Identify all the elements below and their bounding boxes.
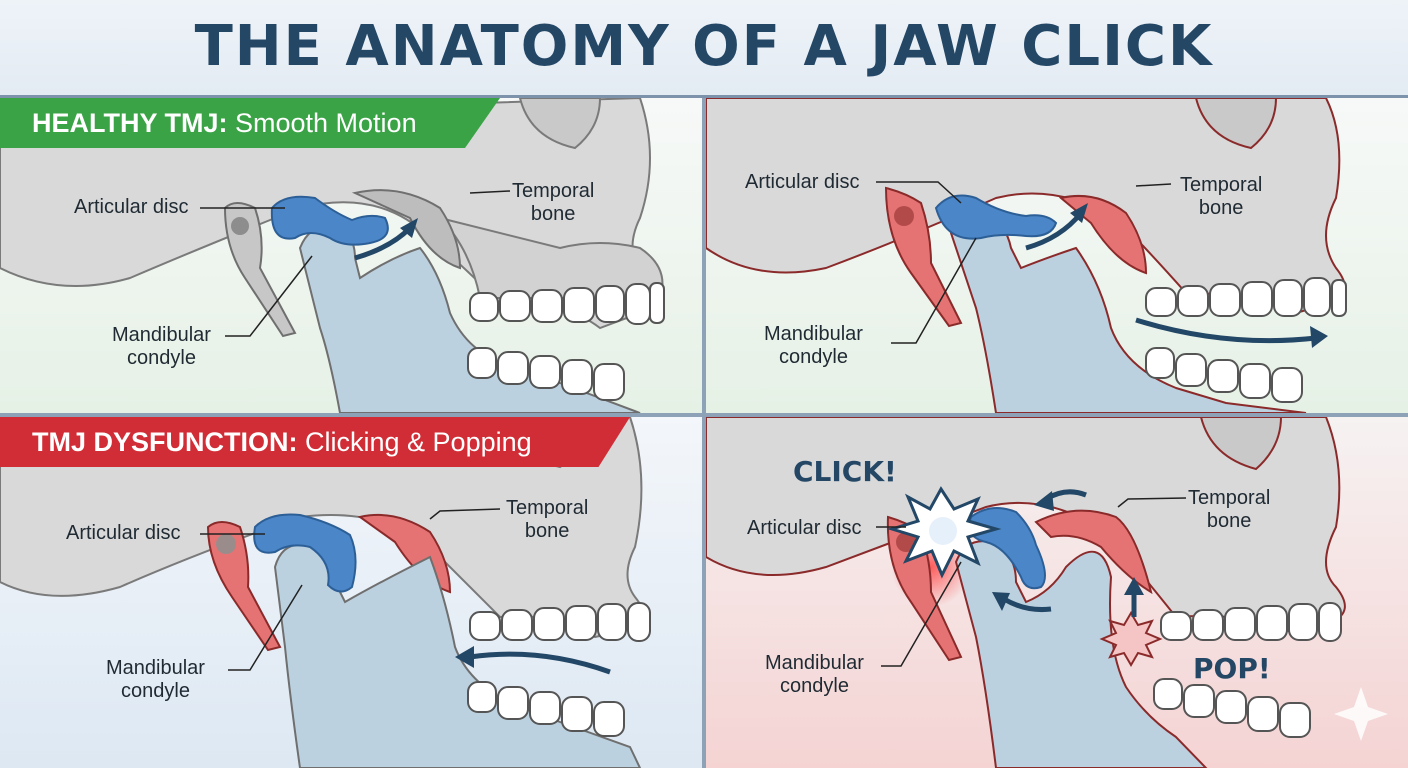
label-mandibular-line2: condyle	[780, 675, 849, 697]
page-title: THE ANATOMY OF A JAW CLICK	[194, 14, 1214, 79]
label-mandibular-line1: Mandibular	[765, 652, 864, 674]
label-articular-disc-bl: Articular disc	[66, 522, 181, 544]
dysfunction-banner-bold: TMJ DYSFUNCTION:	[32, 427, 298, 457]
label-temporal-line2: bone	[1206, 510, 1252, 532]
label-mandibular-line2: condyle	[127, 347, 196, 369]
label-articular-disc-tr: Articular disc	[745, 171, 860, 193]
label-temporal-line1: Temporal	[1180, 174, 1263, 196]
label-temporal-bone-tr: Temporal bone	[1180, 174, 1262, 220]
panel-dysfunction-closed	[0, 417, 702, 768]
label-temporal-line1: Temporal	[506, 497, 589, 519]
sparkle-icon	[1334, 687, 1388, 741]
label-temporal-bone-bl: Temporal bone	[506, 497, 588, 543]
label-mandibular-line1: Mandibular	[764, 323, 863, 345]
healthy-open-illustration	[706, 98, 1408, 413]
articular-disc	[270, 195, 389, 246]
panel-healthy-closed	[0, 98, 702, 413]
upper-teeth	[469, 282, 665, 325]
label-mandibular-line1: Mandibular	[106, 657, 205, 679]
label-mandibular-condyle-tl: Mandibular condyle	[112, 324, 211, 370]
label-temporal-line2: bone	[524, 520, 570, 542]
lower-teeth	[467, 347, 625, 401]
healthy-banner-bold: HEALTHY TMJ:	[32, 108, 228, 138]
label-mandibular-line2: condyle	[121, 680, 190, 702]
opening-arrow-icon	[1135, 317, 1317, 344]
label-mandibular-line2: condyle	[779, 346, 848, 368]
label-temporal-line1: Temporal	[512, 180, 595, 202]
displaced-disc	[253, 513, 357, 593]
horizontal-divider	[0, 413, 1408, 417]
panel-dysfunction-open	[706, 417, 1408, 768]
label-mandibular-line1: Mandibular	[112, 324, 211, 346]
label-mandibular-condyle-bl: Mandibular condyle	[106, 657, 205, 703]
label-temporal-bone-tl: Temporal bone	[512, 180, 594, 226]
pop-text: POP!	[1193, 652, 1271, 685]
label-mandibular-condyle-tr: Mandibular condyle	[764, 323, 863, 369]
title-bar	[0, 0, 1408, 96]
healthy-closed-illustration	[0, 98, 702, 413]
panel-healthy-open	[706, 98, 1408, 413]
label-temporal-bone-br: Temporal bone	[1188, 487, 1270, 533]
label-temporal-line1: Temporal	[1188, 487, 1271, 509]
styloid-process	[223, 202, 297, 338]
label-temporal-line2: bone	[530, 203, 576, 225]
vertical-divider	[702, 98, 706, 768]
pop-burst-icon	[1099, 611, 1163, 667]
dysfunction-banner: TMJ DYSFUNCTION: Clicking & Popping	[0, 417, 630, 467]
closing-arrow-icon	[469, 651, 611, 675]
dysfunction-open-illustration	[706, 417, 1408, 768]
dysfunction-closed-illustration	[0, 417, 702, 768]
temporal-eminence	[351, 189, 462, 270]
title-divider	[0, 95, 1408, 98]
label-mandibular-condyle-br: Mandibular condyle	[765, 652, 864, 698]
label-articular-disc-tl: Articular disc	[74, 196, 189, 218]
click-text: CLICK!	[793, 455, 897, 488]
healthy-banner: HEALTHY TMJ: Smooth Motion	[0, 98, 500, 148]
label-articular-disc-br: Articular disc	[747, 517, 862, 539]
dysfunction-banner-rest: Clicking & Popping	[297, 427, 532, 457]
healthy-banner-rest: Smooth Motion	[227, 108, 417, 138]
label-temporal-line2: bone	[1198, 197, 1244, 219]
